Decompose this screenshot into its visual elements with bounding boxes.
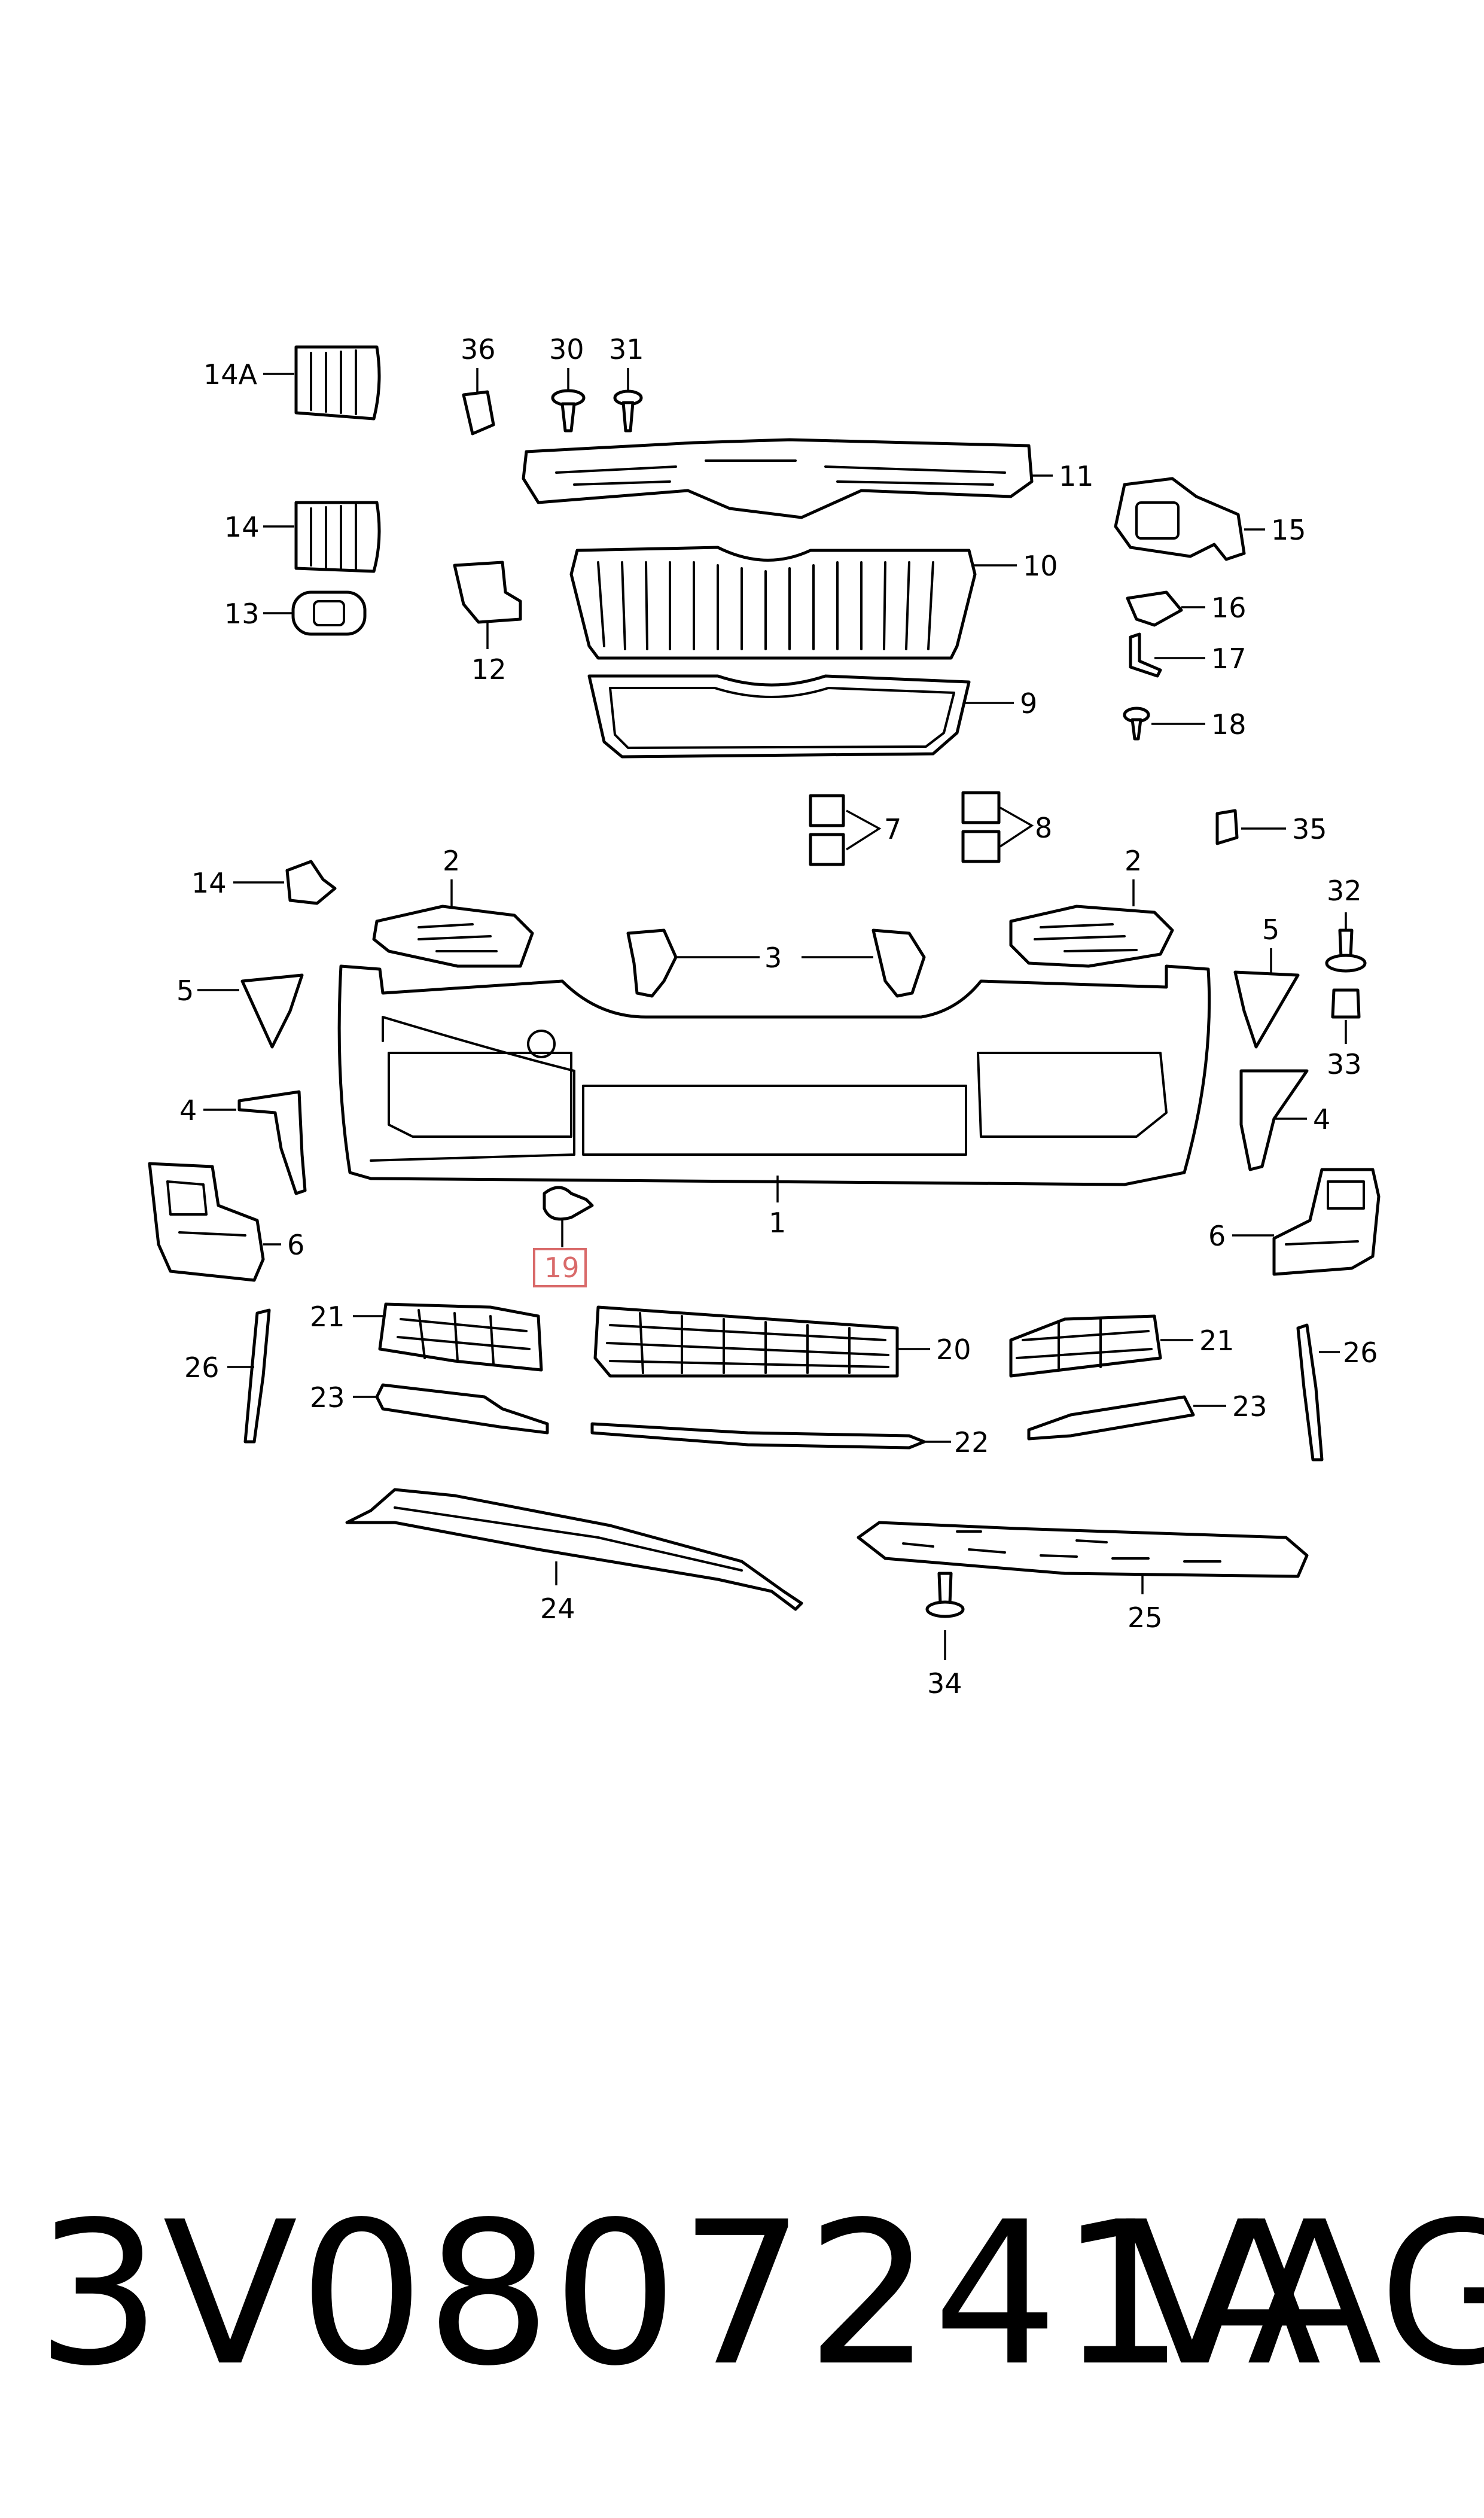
- callout-11: 11: [1059, 460, 1094, 492]
- part-1-bumper-cover: [337, 964, 1211, 1202]
- part-24-lower-spoiler: [345, 1488, 803, 1611]
- part-10-grille: [569, 546, 1017, 660]
- callout-6-left: 6: [287, 1229, 304, 1261]
- part-34-screw: [925, 1572, 965, 1660]
- callout-31: 31: [609, 333, 644, 366]
- part-26-left: [227, 1308, 271, 1444]
- callout-26-left: 26: [184, 1351, 220, 1384]
- part-7-pads: [809, 794, 882, 866]
- part-32-screw: [1325, 912, 1367, 973]
- callout-24: 24: [540, 1593, 575, 1625]
- part-18-screw: [1123, 707, 1205, 741]
- callout-8: 8: [1035, 812, 1052, 844]
- part-14a: [263, 345, 381, 421]
- callout-13: 13: [224, 598, 260, 630]
- part-11-grille-carrier: [522, 438, 1053, 519]
- callout-25: 25: [1128, 1601, 1163, 1634]
- callout-30: 30: [549, 333, 584, 366]
- part-2-bracket-right: [1009, 879, 1174, 968]
- part-5-right: [1233, 948, 1300, 1049]
- callout-14-mid: 14: [191, 867, 227, 899]
- callout-1: 1: [769, 1207, 786, 1239]
- part-14-left-mid: [233, 860, 337, 905]
- callout-19: 19: [544, 1252, 580, 1284]
- brand-label: VAG: [1125, 2179, 1484, 2409]
- part-33-nut: [1331, 988, 1361, 1044]
- callout-9: 9: [1020, 687, 1037, 720]
- callout-32: 32: [1327, 875, 1362, 907]
- part-number-label: 3V0807241A: [36, 2179, 1323, 2409]
- part-22-strip: [590, 1422, 951, 1450]
- part-31-screw: [613, 368, 643, 433]
- part-23-left: [353, 1383, 549, 1435]
- part-17: [1129, 632, 1205, 678]
- part-36: [462, 368, 495, 436]
- part-20-lower-grille: [593, 1305, 930, 1378]
- callout-26-right: 26: [1343, 1336, 1378, 1369]
- callout-36: 36: [461, 333, 496, 366]
- callout-15: 15: [1271, 514, 1306, 546]
- part-6-left: [148, 1162, 281, 1282]
- part-21-right: [1009, 1314, 1193, 1378]
- callout-33: 33: [1327, 1048, 1362, 1080]
- part-35: [1215, 809, 1286, 845]
- callout-4-right: 4: [1313, 1103, 1330, 1135]
- part-21-left: [353, 1302, 543, 1372]
- callout-14a: 14A: [203, 358, 258, 391]
- callout-35: 35: [1292, 813, 1327, 845]
- callout-6-right: 6: [1208, 1220, 1226, 1252]
- callout-3: 3: [764, 942, 782, 974]
- part-14: [263, 501, 381, 573]
- highlight-box: [533, 1248, 587, 1287]
- callout-2-right: 2: [1125, 845, 1142, 877]
- callout-4-left: 4: [179, 1094, 197, 1126]
- callout-23-right: 23: [1232, 1390, 1267, 1423]
- part-9-grille-frame: [587, 674, 1014, 759]
- part-25-underbody-panel: [857, 1521, 1309, 1594]
- callout-5-left: 5: [176, 975, 194, 1007]
- part-5-left: [197, 973, 304, 1049]
- callout-2-left: 2: [443, 845, 460, 877]
- part-30-screw: [551, 368, 586, 433]
- callout-7: 7: [884, 813, 901, 845]
- callout-18: 18: [1211, 708, 1247, 741]
- part-8-pads: [961, 791, 1034, 863]
- callout-14: 14: [224, 511, 260, 543]
- part-16: [1126, 590, 1205, 627]
- callout-21-left: 21: [310, 1301, 345, 1333]
- callout-12: 12: [471, 653, 507, 686]
- part-23-right: [1027, 1395, 1226, 1441]
- part-4-left: [203, 1090, 307, 1195]
- callout-5-right: 5: [1262, 914, 1279, 946]
- callout-21-right: 21: [1199, 1325, 1235, 1357]
- callout-34: 34: [927, 1667, 962, 1700]
- callout-16: 16: [1211, 592, 1247, 624]
- part-12-bracket: [453, 561, 522, 649]
- part-19-towing-eye-cover: [533, 1186, 594, 1287]
- callout-23-left: 23: [310, 1381, 345, 1414]
- part-2-bracket-left: [372, 879, 534, 968]
- part-13-clip: [263, 590, 367, 636]
- part-4-right: [1239, 1069, 1309, 1171]
- callout-22: 22: [954, 1426, 989, 1459]
- part-6-right: [1232, 1168, 1381, 1276]
- part-26-right: [1296, 1323, 1340, 1462]
- callout-10: 10: [1023, 550, 1058, 582]
- part-3-guides: [626, 928, 926, 998]
- callout-20: 20: [936, 1333, 971, 1366]
- callout-17: 17: [1211, 643, 1247, 675]
- part-15: [1114, 477, 1265, 561]
